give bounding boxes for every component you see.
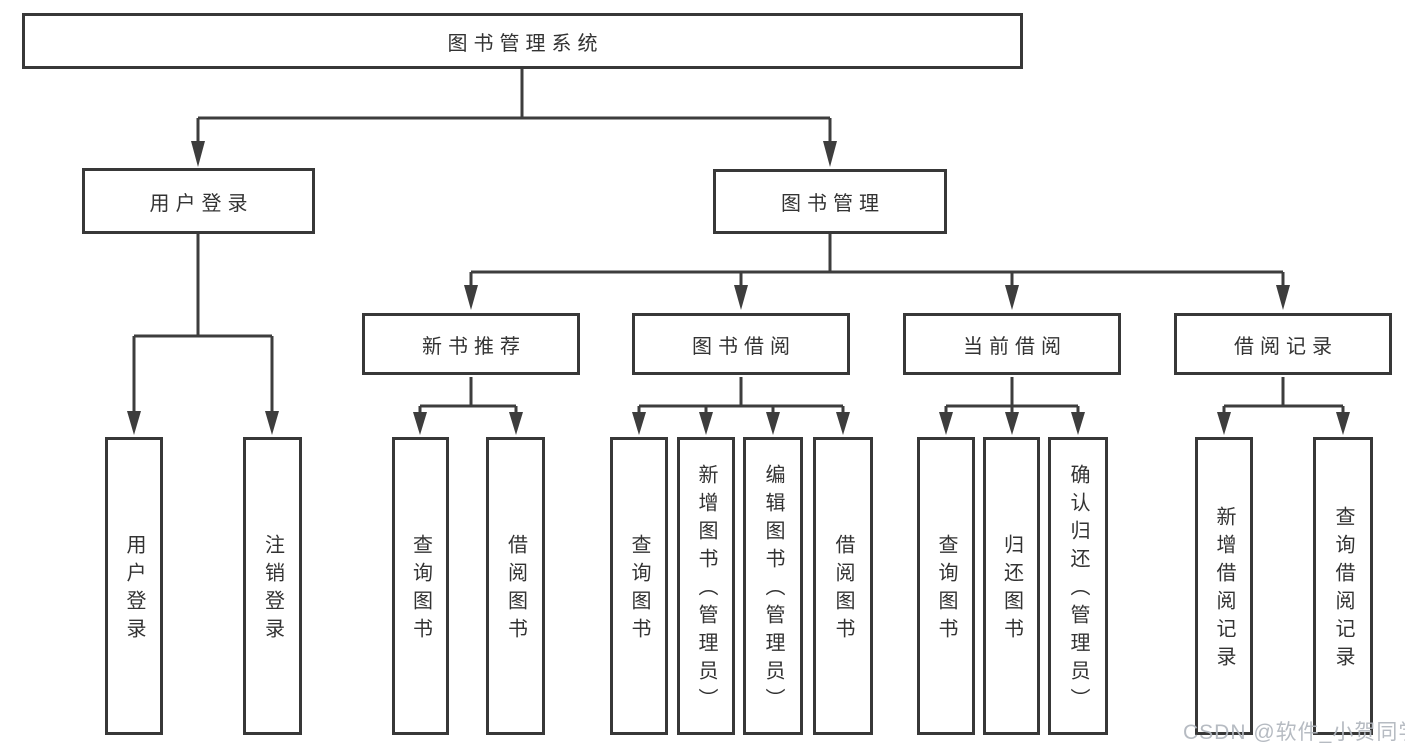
arrowhead xyxy=(1005,285,1019,310)
connector-user-login-children xyxy=(127,234,279,435)
node-label: 查询图书 xyxy=(628,534,650,646)
arrowhead xyxy=(509,412,523,435)
connector-new-book-children xyxy=(413,377,523,435)
node-new-book-recommend: 新书推荐 xyxy=(362,313,580,375)
connector-book-borrow-children xyxy=(632,377,850,435)
node-label: 确认归还（管理员） xyxy=(1067,464,1089,716)
leaf-add-book-admin: 新增图书（管理员） xyxy=(677,437,735,735)
arrowhead xyxy=(413,412,427,435)
arrowhead xyxy=(1217,412,1231,435)
arrowhead xyxy=(699,412,713,435)
node-label: 图书管理系统 xyxy=(447,32,604,55)
node-label: 注销登录 xyxy=(261,534,284,646)
node-label: 查询借阅记录 xyxy=(1332,506,1354,674)
arrowhead xyxy=(766,412,780,435)
node-label: 图书借阅 xyxy=(692,335,796,358)
arrowhead xyxy=(632,412,646,435)
arrowhead xyxy=(127,411,141,435)
arrowhead xyxy=(1276,285,1290,310)
arrowhead xyxy=(939,412,953,435)
leaf-query-book-current: 查询图书 xyxy=(917,437,975,735)
connector-current-borrow-children xyxy=(939,377,1085,435)
node-user-login: 用户登录 xyxy=(82,168,315,234)
leaf-add-borrow-record: 新增借阅记录 xyxy=(1195,437,1253,735)
arrowhead xyxy=(1336,412,1350,435)
arrowhead xyxy=(1071,412,1085,435)
connector-book-mgmt-to-level3 xyxy=(464,234,1290,310)
node-book-borrow: 图书借阅 xyxy=(632,313,850,375)
node-label: 用户登录 xyxy=(123,534,145,646)
arrowhead xyxy=(836,412,850,435)
arrowhead xyxy=(265,411,279,435)
arrowhead xyxy=(1005,412,1019,435)
node-label: 查询图书 xyxy=(935,534,957,646)
node-label: 归还图书 xyxy=(1000,534,1023,646)
node-label: 借阅图书 xyxy=(504,534,527,646)
node-label: 新增借阅记录 xyxy=(1213,506,1235,674)
node-current-borrow: 当前借阅 xyxy=(903,313,1121,375)
leaf-user-login: 用户登录 xyxy=(105,437,163,735)
node-label: 图书管理 xyxy=(781,193,885,215)
arrowhead xyxy=(191,141,205,167)
node-book-management: 图书管理 xyxy=(713,169,947,234)
node-label: 查询图书 xyxy=(409,534,432,646)
node-label: 用户登录 xyxy=(149,192,254,215)
leaf-query-book: 查询图书 xyxy=(610,437,668,735)
csdn-watermark: CSDN @软件_小贺同学 xyxy=(1183,721,1405,744)
node-label: 借阅图书 xyxy=(832,534,854,646)
arrowhead xyxy=(823,141,837,167)
leaf-logout: 注销登录 xyxy=(243,437,302,735)
arrowhead xyxy=(734,285,748,310)
node-library-system: 图书管理系统 xyxy=(22,13,1023,69)
leaf-borrow-book: 借阅图书 xyxy=(813,437,873,735)
node-label: 新增图书（管理员） xyxy=(695,464,717,716)
connector-borrow-record-children xyxy=(1217,377,1350,435)
arrowhead xyxy=(464,285,478,310)
node-label: 当前借阅 xyxy=(963,335,1067,358)
node-borrow-record: 借阅记录 xyxy=(1174,313,1392,375)
leaf-return-book: 归还图书 xyxy=(983,437,1040,735)
node-label: 借阅记录 xyxy=(1234,335,1338,358)
connector-root-to-level2 xyxy=(191,69,837,167)
leaf-query-borrow-record: 查询借阅记录 xyxy=(1313,437,1373,735)
node-label: 新书推荐 xyxy=(422,335,526,358)
leaf-edit-book-admin: 编辑图书（管理员） xyxy=(743,437,803,735)
leaf-query-book-recommend: 查询图书 xyxy=(392,437,449,735)
node-label: 编辑图书（管理员） xyxy=(762,464,784,716)
leaf-confirm-return-admin: 确认归还（管理员） xyxy=(1048,437,1108,735)
leaf-borrow-book-recommend: 借阅图书 xyxy=(486,437,545,735)
